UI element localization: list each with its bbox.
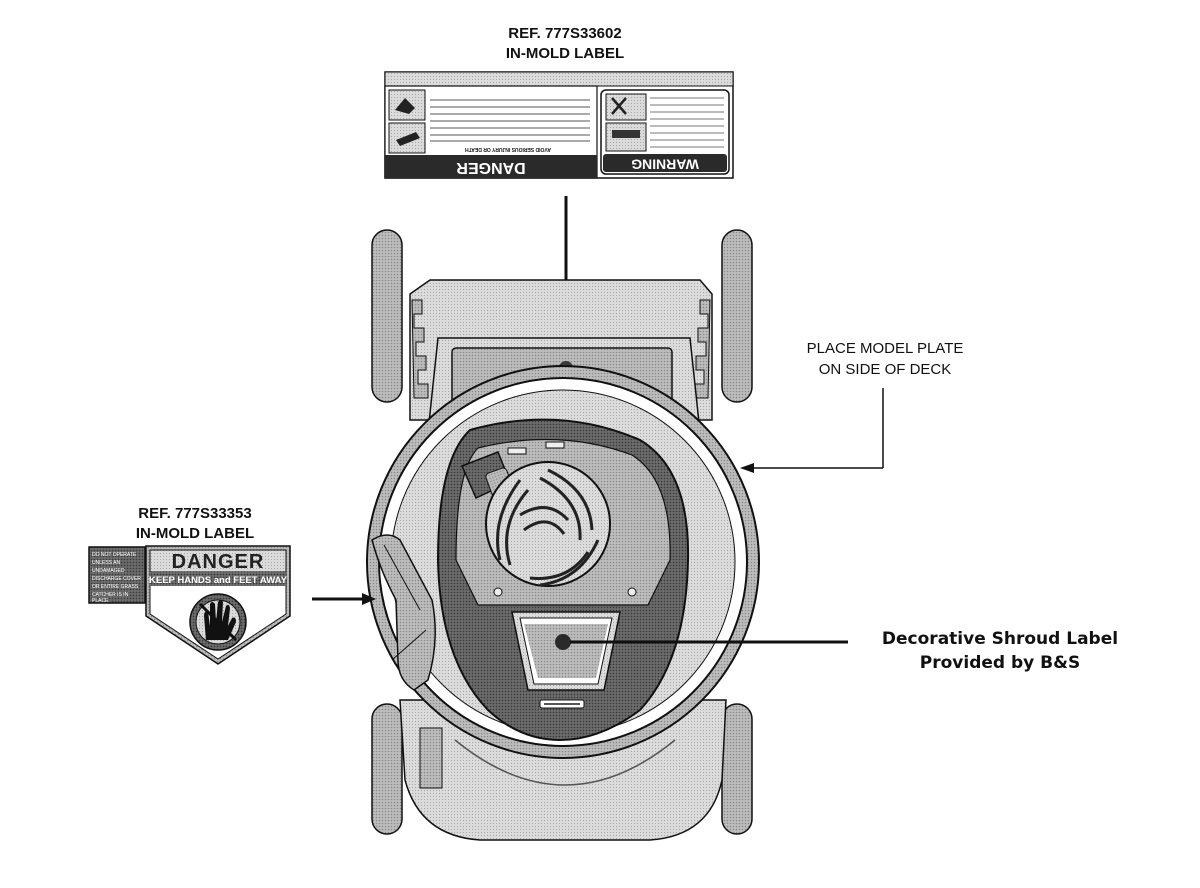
lawn-mower bbox=[366, 229, 760, 841]
warning-text-block: OPERATION OF THIS EQUIPMENT MAY CREATE S… bbox=[650, 94, 724, 100]
top-label-callout: REF. 777S33602 IN-MOLD LABEL bbox=[440, 24, 690, 64]
left-label-type: IN-MOLD LABEL bbox=[135, 525, 255, 542]
warning-text: OPERATION OF THIS EQUIPMENT MAY CREATE S… bbox=[650, 94, 724, 100]
warning-header-text: WARNING bbox=[631, 156, 699, 172]
wheel bbox=[721, 703, 753, 835]
arrow-left-label bbox=[312, 593, 376, 605]
top-label-ref: REF. 777S33602 bbox=[508, 25, 622, 42]
svg-text:PLACE.: PLACE. bbox=[92, 598, 110, 604]
wheel bbox=[371, 229, 403, 403]
left-label-ref: REF. 777S33353 bbox=[138, 505, 252, 522]
danger-header-text: DANGER bbox=[456, 159, 526, 176]
shroud-label-line1: Decorative Shroud Label bbox=[881, 629, 1119, 649]
top-label-type: IN-MOLD LABEL bbox=[505, 45, 625, 62]
shroud-label-callout: Decorative Shroud Label Provided by B&S bbox=[840, 627, 1160, 675]
arrow-model-plate bbox=[740, 388, 884, 473]
label-location-marker bbox=[555, 634, 571, 650]
svg-text:DISCHARGE COVER: DISCHARGE COVER bbox=[92, 576, 141, 582]
left-label-callout: REF. 777S33353 IN-MOLD LABEL bbox=[95, 504, 295, 544]
svg-text:UNDAMAGED: UNDAMAGED bbox=[92, 568, 125, 574]
wheel bbox=[721, 229, 753, 403]
left-decal-header: DANGER bbox=[172, 551, 265, 573]
air-filter-cover bbox=[485, 461, 611, 587]
svg-text:OR ENTIRE GRASS: OR ENTIRE GRASS bbox=[92, 584, 139, 590]
svg-text:DO NOT OPERATE: DO NOT OPERATE bbox=[92, 552, 137, 558]
danger-panel: DANGER AVOID SERIOUS INJURY OR DEATH bbox=[384, 85, 598, 179]
warning-panel: WARNING bbox=[600, 89, 730, 175]
pictogram-icon bbox=[605, 93, 647, 121]
model-plate-line2: ON SIDE OF DECK bbox=[818, 361, 952, 378]
model-plate-note: PLACE MODEL PLATE ON SIDE OF DECK bbox=[770, 338, 1000, 380]
model-plate-line1: PLACE MODEL PLATE bbox=[806, 340, 964, 357]
svg-text:CATCHER IS IN: CATCHER IS IN bbox=[92, 592, 129, 598]
svg-text:UNLESS AN: UNLESS AN bbox=[92, 560, 120, 566]
top-decal: DANGER AVOID SERIOUS INJURY OR DEATH WAR bbox=[384, 71, 734, 179]
left-decal: DO NOT OPERATE UNLESS AN UNDAMAGED DISCH… bbox=[88, 545, 291, 665]
danger-title-text: AVOID SERIOUS INJURY OR DEATH bbox=[465, 146, 551, 152]
shroud-label-line2: Provided by B&S bbox=[919, 653, 1081, 673]
wheel bbox=[371, 703, 403, 835]
left-decal-subheader: KEEP HANDS and FEET AWAY bbox=[149, 575, 288, 586]
deck-handle bbox=[371, 534, 436, 691]
